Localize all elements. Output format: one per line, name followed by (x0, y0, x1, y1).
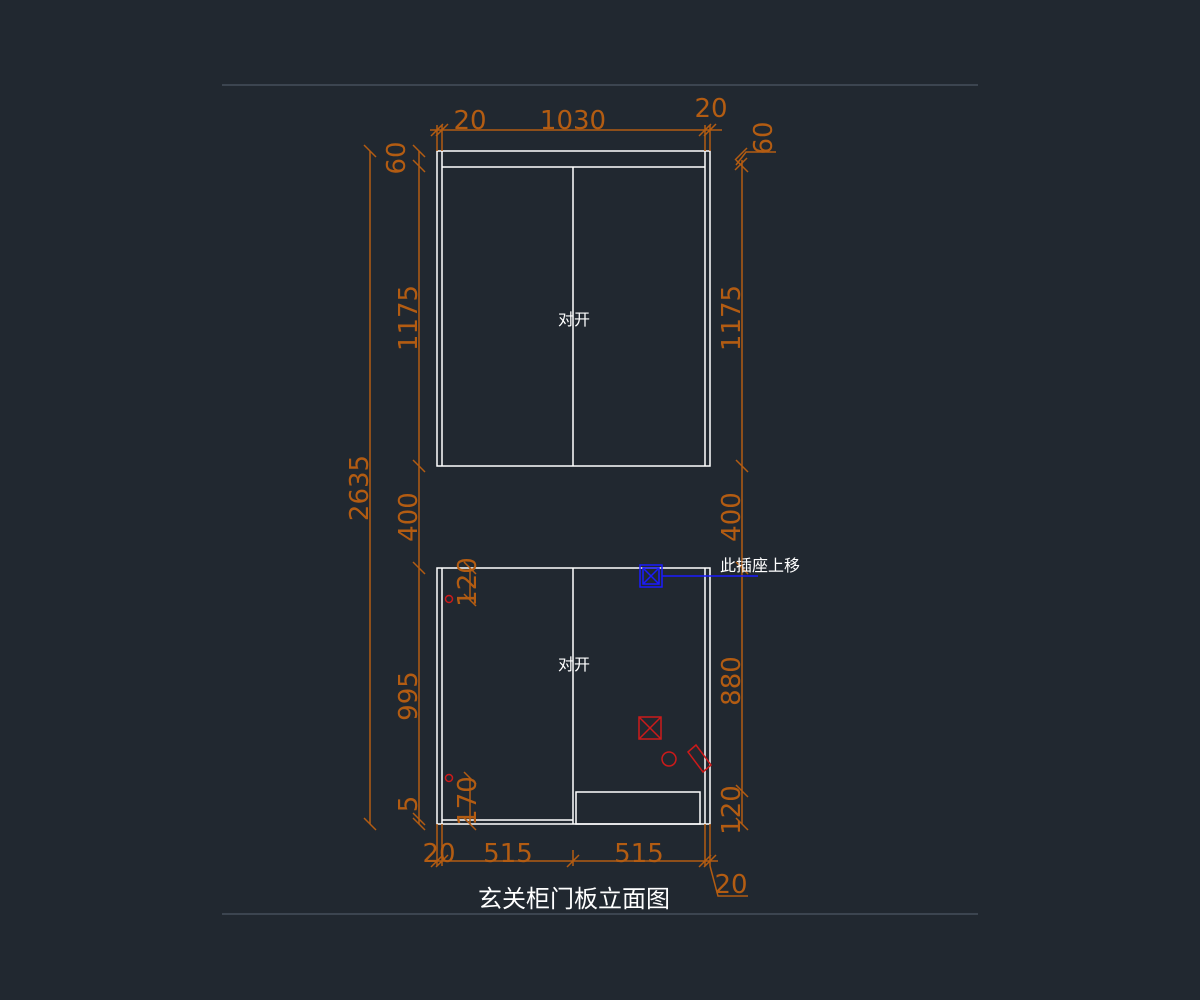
dim-top-left-side: 20 (453, 106, 486, 136)
socket-note-label: 此插座上移 (720, 556, 800, 575)
dim-lower-height-right: 880 (717, 656, 747, 706)
frame-lines (222, 84, 978, 915)
dim-lower-top-offset: 120 (453, 557, 483, 607)
switch-box-icon (638, 716, 662, 740)
dim-gap-right: 400 (717, 492, 747, 542)
dimension-lines (363, 123, 776, 897)
lower-cabinet (436, 567, 711, 825)
dim-upper-height-left: 1175 (394, 285, 424, 351)
dim-top-cap-right: 60 (749, 121, 779, 154)
handle-small-icon (444, 773, 454, 783)
upper-door-label: 对开 (558, 310, 590, 329)
dim-bottom-right-plinth: 120 (717, 785, 747, 835)
dim-upper-height-right: 1175 (717, 285, 747, 351)
upper-cabinet (436, 150, 711, 467)
dim-bottom-right-side: 20 (714, 870, 747, 900)
dim-top-cap-left: 60 (382, 141, 412, 174)
dim-bottom-offset-left: 5 (394, 796, 424, 813)
round-outlet-icon (661, 751, 677, 767)
dim-top-right-side: 20 (694, 94, 727, 124)
dim-top-width: 1030 (540, 106, 606, 136)
sensor-icon (686, 743, 713, 774)
dim-bottom-half-right: 515 (614, 839, 664, 869)
lower-door-label: 对开 (558, 655, 590, 674)
dim-lower-height-left: 995 (394, 671, 424, 721)
drawing-title: 玄关柜门板立面图 (478, 885, 670, 913)
dim-gap-left: 400 (394, 492, 424, 542)
dim-overall-height: 2635 (345, 455, 375, 521)
dim-bottom-hinge-offset: 170 (453, 776, 483, 826)
dim-bottom-half-left: 515 (483, 839, 533, 869)
dim-bottom-left-side: 20 (422, 839, 455, 869)
handle-small-icon (444, 594, 454, 604)
socket-box-icon (639, 564, 758, 588)
